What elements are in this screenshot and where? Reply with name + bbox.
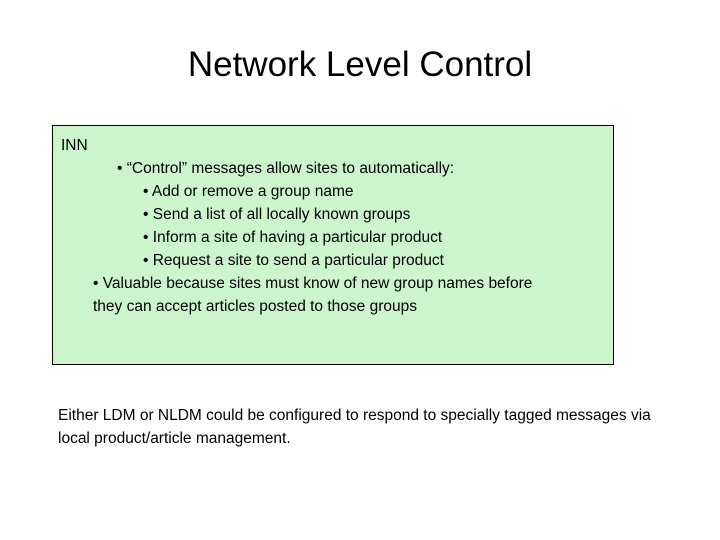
footnote-text: Either LDM or NLDM could be configured t… [58,407,651,447]
page-title: Network Level Control [187,45,533,84]
bullet-line-7-text: they can accept articles posted to those… [93,298,417,315]
bullet-line-0: INN [61,137,88,154]
bullet-line-6-text: • Valuable because sites must know of ne… [93,275,533,292]
content-box: INN • “Control” messages allow sites to … [52,125,614,365]
content-body: INN • “Control” messages allow sites to … [61,134,607,318]
bullet-line-3: • Send a list of all locally known group… [143,206,411,223]
bullet-line-4: • Inform a site of having a particular p… [143,229,443,246]
bullet-line-1: • “Control” messages allow sites to auto… [117,160,455,177]
bullet-line-5: • Request a site to send a particular pr… [143,252,444,269]
bullet-line-2: • Add or remove a group name [143,183,354,200]
bullet-line-6: • Valuable because sites must know of ne… [61,272,607,318]
